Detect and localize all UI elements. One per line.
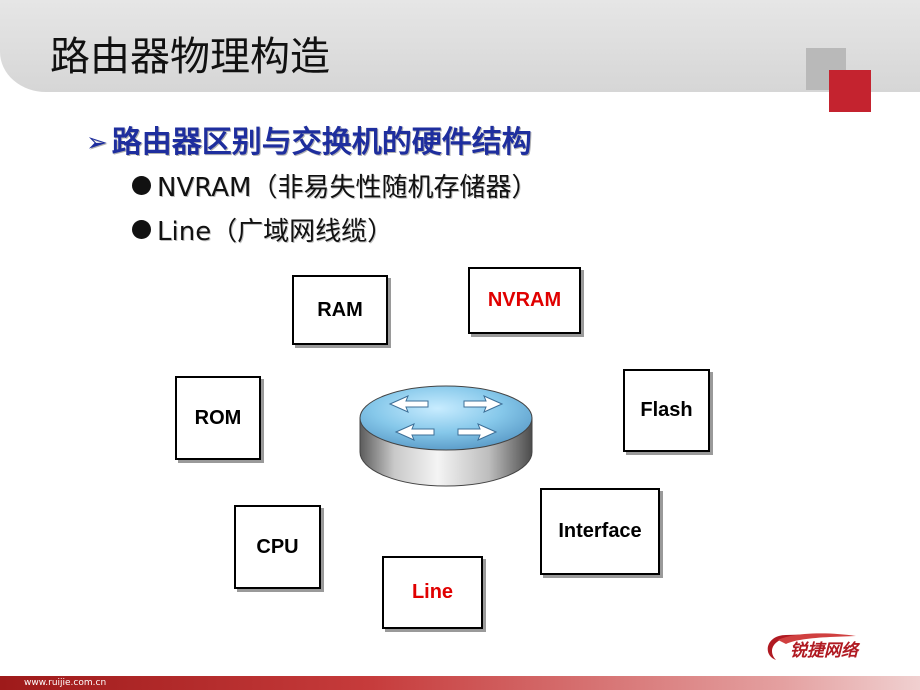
component-box-cpu: CPU — [234, 505, 321, 589]
sub-bullet-line: Line（广域网线缆） — [132, 216, 393, 248]
router-icon — [359, 385, 533, 487]
component-box-interface: Interface — [540, 488, 660, 575]
corner-decoration-red — [829, 70, 871, 112]
footer-url: www.ruijie.com.cn — [24, 678, 107, 688]
component-box-flash: Flash — [623, 369, 710, 452]
component-label: Flash — [640, 399, 693, 421]
component-box-rom: ROM — [175, 376, 261, 460]
component-label: Line — [411, 581, 454, 603]
title-band — [0, 0, 920, 92]
component-box-nvram: NVRAM — [468, 267, 581, 334]
component-label: CPU — [256, 535, 299, 558]
component-label: Interface — [558, 520, 642, 542]
logo-text: 锐捷网络 — [790, 641, 858, 661]
sub-bullet-text: Line（广域网线缆） — [157, 217, 394, 247]
main-bullet-text: 路由器区别与交换机的硬件结构 — [111, 125, 532, 160]
component-box-ram: RAM — [292, 275, 388, 345]
dot-bullet-icon — [132, 220, 151, 239]
dot-bullet-icon — [132, 176, 151, 195]
ruijie-logo-icon — [767, 633, 856, 660]
component-label: ROM — [194, 406, 242, 429]
component-label: RAM — [317, 298, 363, 321]
arrow-bullet-icon: ➢ — [86, 128, 108, 158]
footer-bar — [0, 676, 920, 690]
slide-title: 路由器物理构造 — [50, 34, 330, 80]
main-bullet: ➢路由器区别与交换机的硬件结构 — [86, 124, 532, 162]
sub-bullet-nvram: NVRAM（非易失性随机存储器） — [132, 172, 537, 204]
component-label: NVRAM — [487, 289, 562, 311]
component-box-line: Line — [382, 556, 483, 629]
sub-bullet-text: NVRAM（非易失性随机存储器） — [157, 173, 538, 203]
